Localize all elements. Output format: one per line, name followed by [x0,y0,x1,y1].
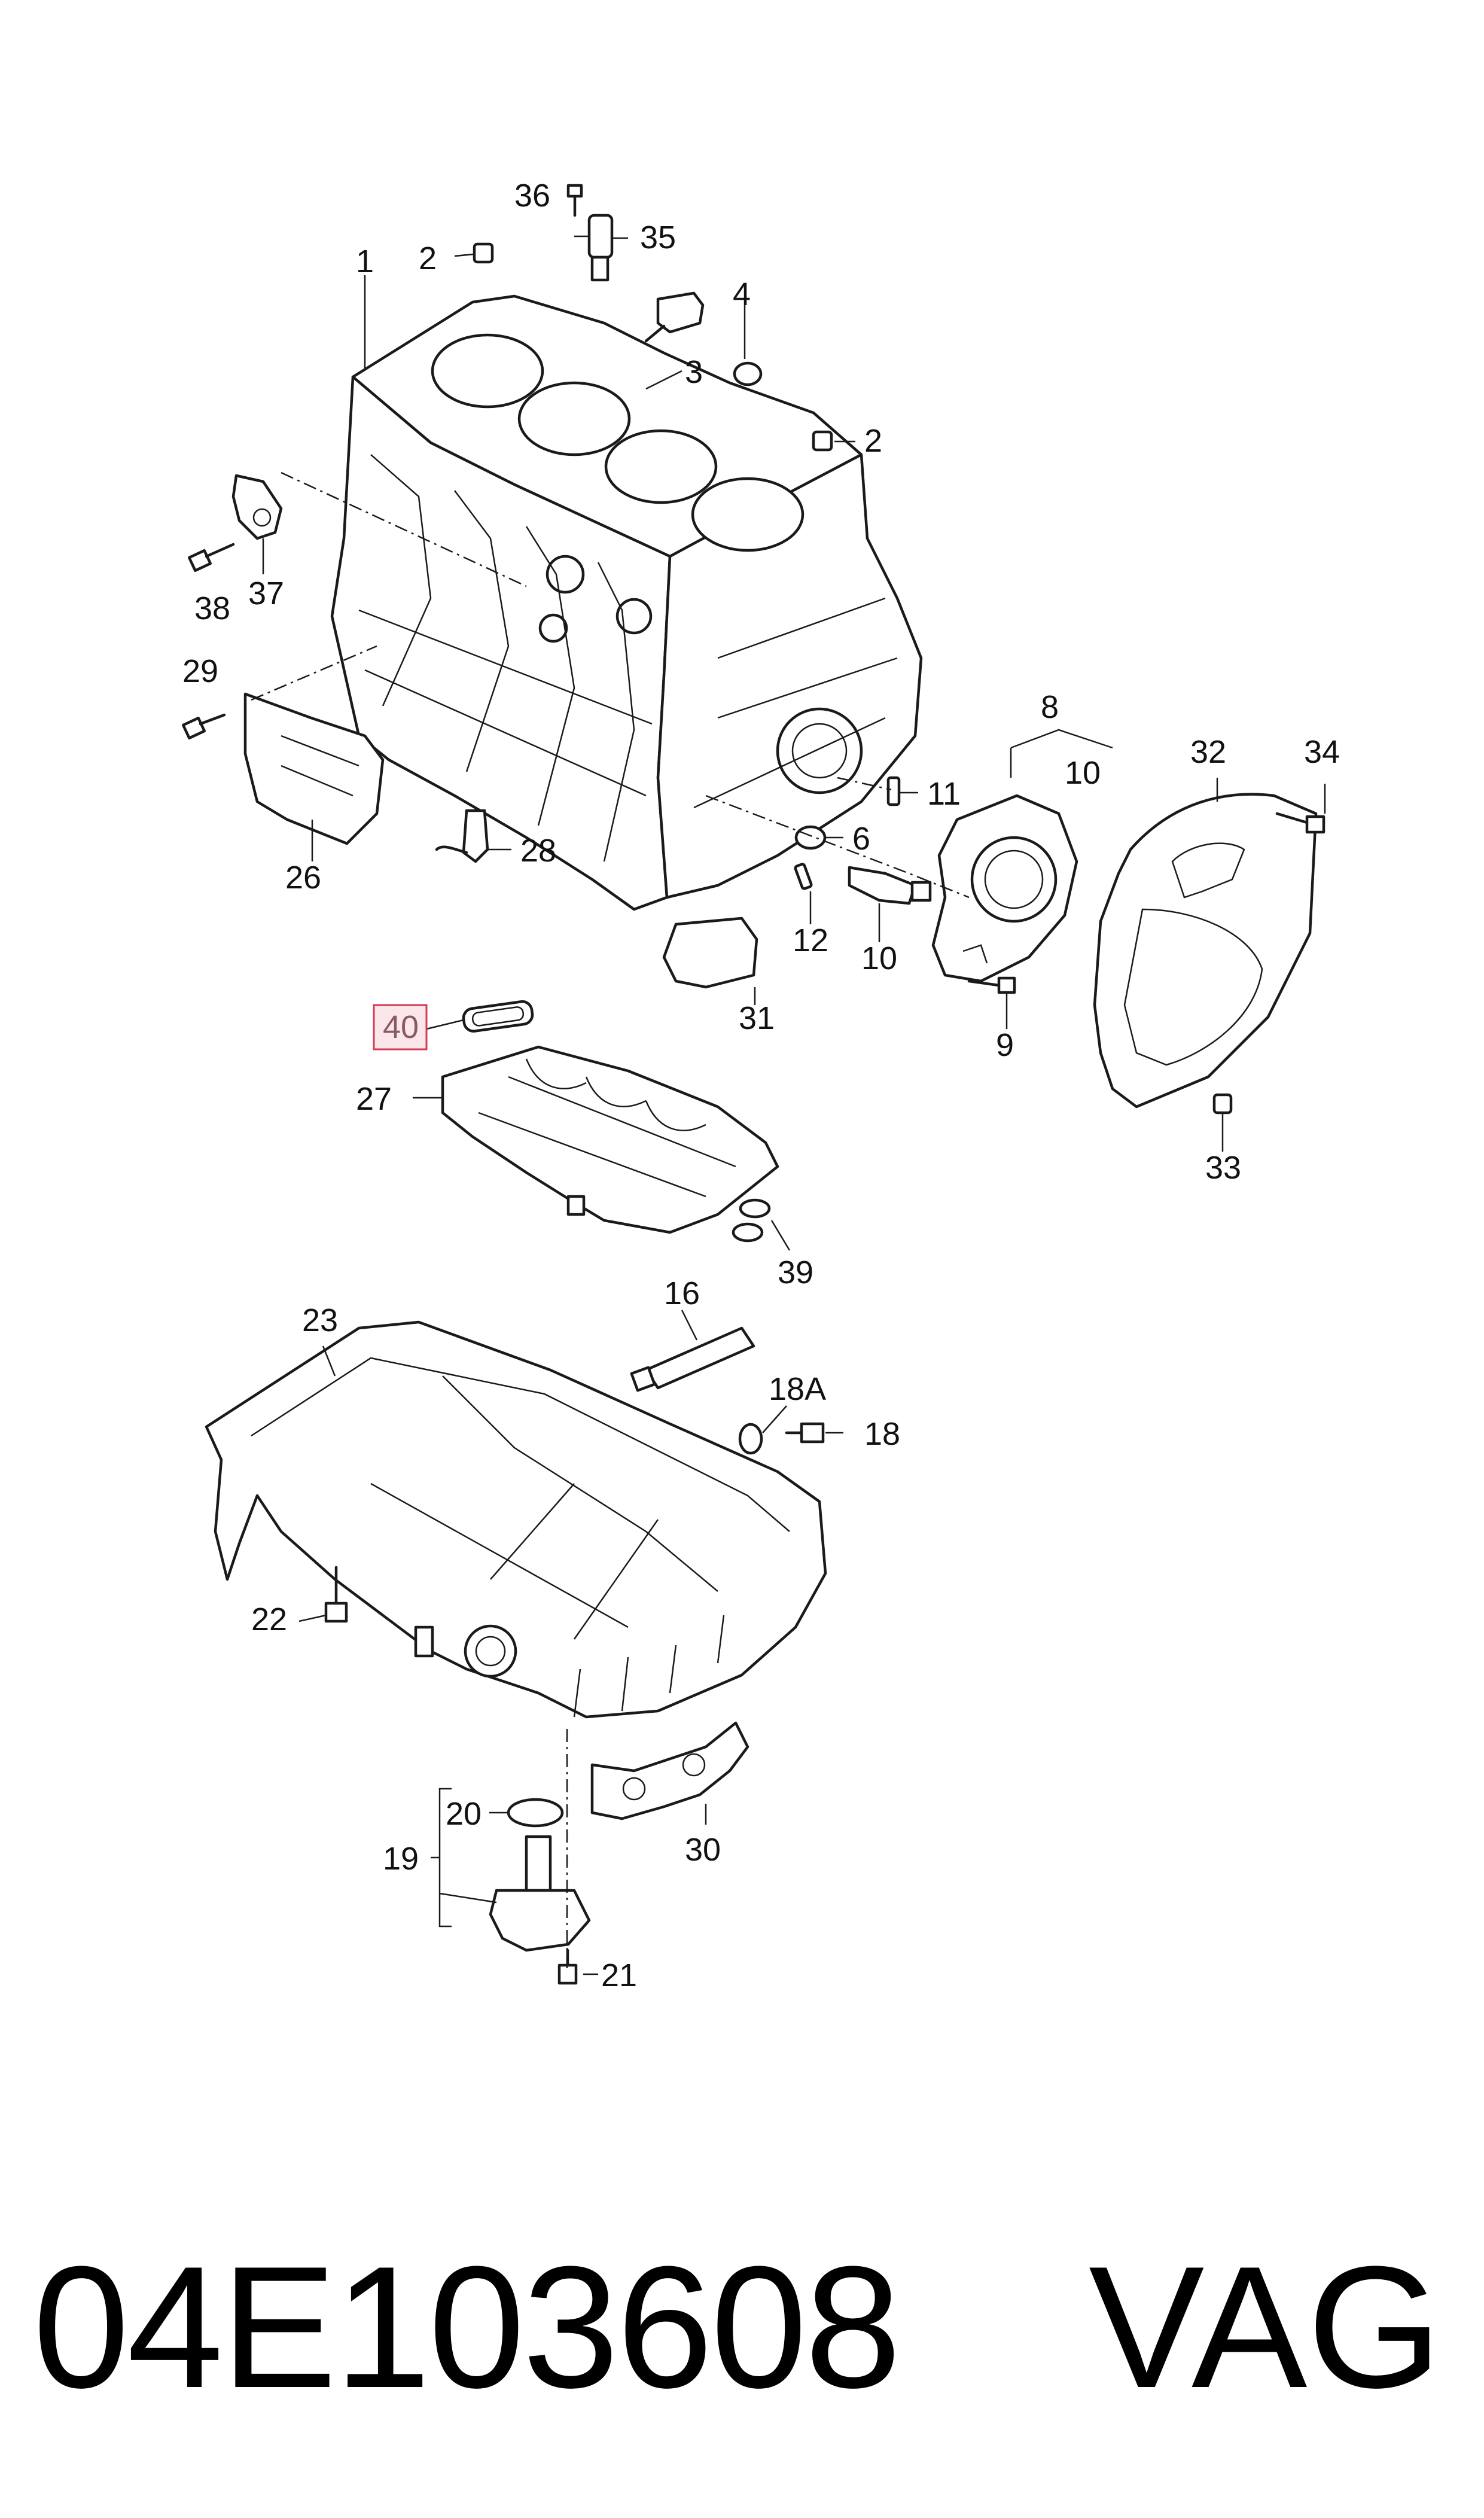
callout: 37 [248,576,284,611]
knock-sensor-bolt [187,543,235,573]
callout: 27 [356,1081,392,1117]
seal-ring-6 [794,825,827,850]
callout: 1 [356,243,374,279]
callout: 21 [601,1957,637,1993]
bolt-29 [181,713,226,740]
oil-spray-jet-bolt [644,291,705,343]
callout: 10 [861,940,897,976]
callout: 2 [864,423,882,459]
callout: 9 [996,1027,1014,1063]
drain-plug [785,1422,825,1444]
speed-sender-10 [848,866,932,905]
callout: 32 [1190,734,1226,770]
callout: 12 [793,922,828,958]
callout: 38 [194,590,230,626]
camshaft-position-sensor [587,214,614,282]
callout: 18A [769,1371,826,1407]
callout: 34 [1304,734,1340,770]
bolt-36 [566,184,583,217]
seal-31 [662,917,758,989]
callout: 39 [778,1255,813,1290]
brand-name: VAG [1089,2230,1442,2424]
callout: 6 [852,821,870,857]
sealing-plug [733,361,763,386]
callout: 11 [927,776,961,812]
callout: 19 [383,1841,419,1877]
engine-block [330,294,923,911]
callout-labels: 36 35 2 1 4 3 2 38 37 29 26 28 8 11 10 3… [182,178,1340,1993]
o-ring-20 [507,1798,564,1828]
callout: 2 [419,240,437,276]
oil-separator [243,692,385,845]
dowel-sleeve [473,242,494,264]
seal-40 [462,1000,534,1033]
oil-level-sensor [489,1835,591,1952]
callout: 10 [1065,755,1101,791]
knock-sensor [231,474,283,540]
transmission-gasket [1093,793,1318,1109]
dowel-pin-12 [794,863,813,890]
callout: 20 [446,1796,482,1832]
o-ring-39a [739,1198,771,1219]
callout: 35 [640,220,676,255]
callout: 36 [514,178,550,214]
sealant-tube [630,1326,755,1392]
callout: 8 [1041,689,1059,725]
footer: 04E103608 VAG [0,2213,1484,2441]
callout-highlight-box [373,1004,428,1051]
sump-bolt-22 [324,1566,348,1623]
crankcase-bedplate [441,1045,779,1234]
callout: 4 [733,276,751,312]
dowel-pin-11 [886,776,901,806]
callout: 28 [520,833,556,869]
part-28-oil-jet [435,809,489,863]
callout: 29 [182,653,218,689]
callout: 26 [285,860,321,896]
part-number: 04E103608 [33,2230,901,2424]
bolt-34 [1275,812,1325,834]
callout: 22 [251,1601,287,1637]
callout: 31 [739,1000,775,1036]
o-ring-39b [732,1222,764,1243]
drain-plug-seal [738,1423,763,1455]
baffle-30 [590,1721,749,1820]
dowel-sleeve [812,430,833,452]
callout: 30 [685,1832,721,1868]
callout-highlighted: 40 [383,1009,419,1045]
callout: 3 [685,354,703,390]
flange-bolt-9 [967,976,1016,994]
callout: 33 [1205,1150,1241,1186]
oil-seal-flange [931,794,1078,983]
dowel-sleeve-33 [1212,1093,1233,1115]
oil-sump [205,1320,827,1719]
callout: 23 [302,1302,338,1338]
callout: 18 [864,1416,900,1452]
callout: 16 [664,1275,700,1311]
